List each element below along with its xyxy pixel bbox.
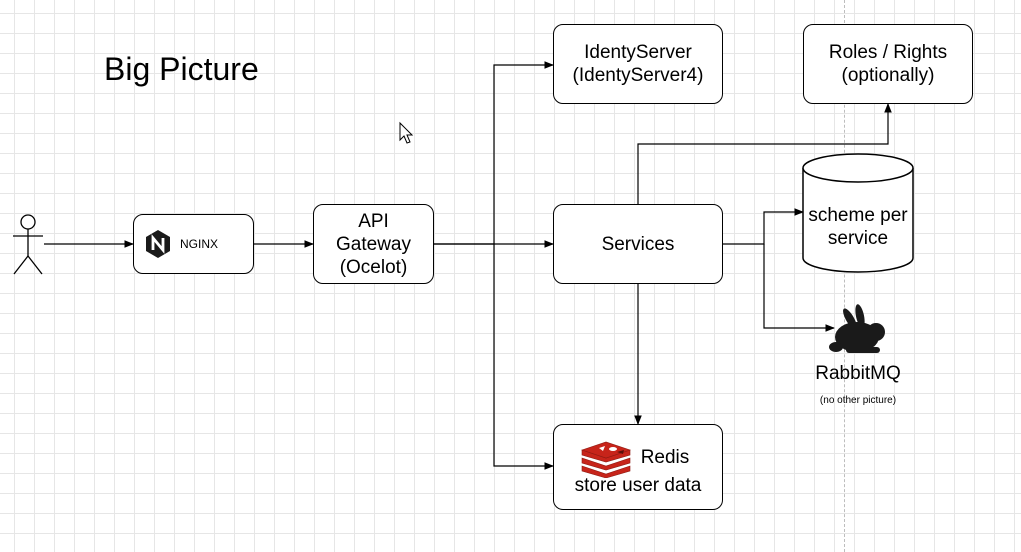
rabbitmq-note: (no other picture) — [819, 395, 897, 406]
nginx-label: NGINX — [180, 236, 219, 251]
edge-services-roles — [637, 103, 892, 204]
diagram-title: Big Picture — [104, 51, 259, 87]
redis-line1: Redis — [640, 447, 690, 468]
rabbit-icon — [829, 304, 885, 353]
edge-gateway-redis — [493, 244, 554, 470]
edge-services-rabbitmq — [763, 244, 835, 332]
api-gateway-line2: Gateway — [336, 233, 411, 255]
database-cylinder-icon — [802, 153, 914, 273]
services-label: Services — [601, 233, 675, 255]
identity-server-node[interactable]: IdentyServer (IdentyServer4) — [553, 24, 723, 104]
page-break-line — [844, 0, 845, 552]
nginx-logo-icon — [146, 230, 170, 258]
database-label: scheme per service — [803, 204, 913, 250]
identity-server-line1: IdentyServer — [584, 42, 692, 63]
nginx-node[interactable]: NGINX — [133, 214, 254, 274]
rabbitmq-label: RabbitMQ — [815, 363, 901, 384]
edge-gateway-identity — [434, 61, 554, 245]
redis-logo-icon — [580, 441, 631, 478]
database-line2: service — [827, 228, 889, 249]
api-gateway-line3: (Ocelot) — [339, 256, 408, 278]
redis-node[interactable]: Redis store user data — [553, 424, 723, 510]
mouse-cursor-icon — [399, 121, 414, 144]
roles-rights-line1: Roles / Rights — [828, 42, 948, 63]
stick-figure-icon — [13, 214, 43, 275]
roles-rights-line2: (optionally) — [841, 65, 935, 86]
edge-services-database — [723, 208, 804, 245]
database-line1: scheme per — [808, 205, 908, 226]
redis-line2: store user data — [574, 474, 702, 496]
identity-server-line2: (IdentyServer4) — [572, 65, 704, 86]
api-gateway-line1: API — [358, 210, 389, 232]
services-node[interactable]: Services — [553, 204, 723, 284]
api-gateway-node[interactable]: API Gateway (Ocelot) — [313, 204, 434, 284]
roles-rights-node[interactable]: Roles / Rights (optionally) — [803, 24, 973, 104]
